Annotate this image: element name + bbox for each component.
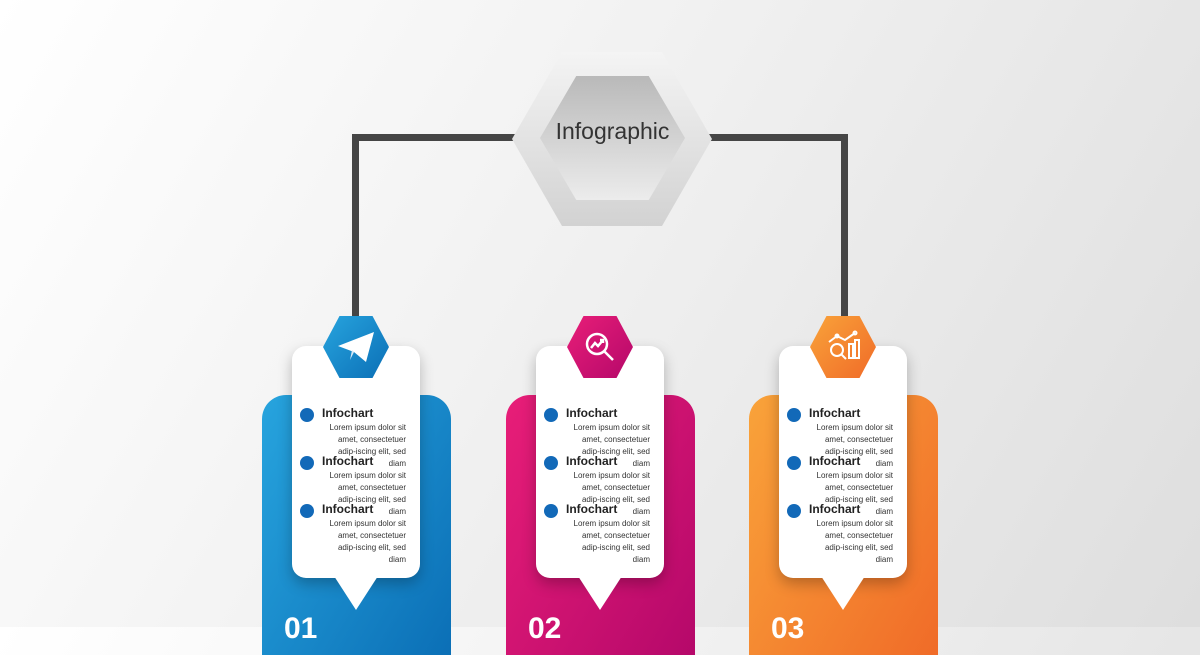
bullet-dot bbox=[787, 504, 801, 518]
paper-plane-icon bbox=[323, 316, 389, 378]
item-body: Lorem ipsum dolor sit amet, consectetuer… bbox=[329, 423, 406, 468]
connector-left-horizontal bbox=[352, 134, 527, 141]
bullet-dot bbox=[787, 408, 801, 422]
item-title: Infochart bbox=[322, 406, 374, 420]
center-title: Infographic bbox=[555, 118, 670, 144]
card-pointer bbox=[334, 576, 378, 610]
item-title: Infochart bbox=[566, 502, 618, 516]
item-title: Infochart bbox=[566, 454, 618, 468]
column-number: 01 bbox=[284, 612, 318, 645]
bullet-dot bbox=[544, 456, 558, 470]
analytics-icon bbox=[810, 316, 876, 378]
trend-magnifier-icon bbox=[567, 316, 633, 378]
bullet-dot bbox=[300, 456, 314, 470]
connector-left-vertical bbox=[352, 134, 359, 319]
card-pointer bbox=[821, 576, 865, 610]
item-body: Lorem ipsum dolor sit amet, consectetuer… bbox=[816, 519, 893, 564]
bullet-dot bbox=[787, 456, 801, 470]
item-body: Lorem ipsum dolor sit amet, consectetuer… bbox=[329, 519, 406, 564]
bullet-dot bbox=[300, 504, 314, 518]
connector-right-horizontal bbox=[700, 134, 848, 141]
column-number: 02 bbox=[528, 612, 562, 645]
center-hexagon-inner bbox=[540, 76, 685, 200]
item-title: Infochart bbox=[322, 454, 374, 468]
item-body: Lorem ipsum dolor sit amet, consectetuer… bbox=[329, 471, 406, 516]
bullet-dot bbox=[544, 408, 558, 422]
connector-right-vertical bbox=[841, 134, 848, 319]
item-body: Lorem ipsum dolor sit amet, consectetuer… bbox=[573, 519, 650, 564]
item-title: Infochart bbox=[809, 502, 861, 516]
card-pointer bbox=[578, 576, 622, 610]
item-title: Infochart bbox=[809, 406, 861, 420]
item-body: Lorem ipsum dolor sit amet, consectetuer… bbox=[816, 471, 893, 516]
item-body: Lorem ipsum dolor sit amet, consectetuer… bbox=[573, 471, 650, 516]
item-body: Lorem ipsum dolor sit amet, consectetuer… bbox=[816, 423, 893, 468]
item-title: Infochart bbox=[809, 454, 861, 468]
item-title: Infochart bbox=[566, 406, 618, 420]
column-number: 03 bbox=[771, 612, 805, 645]
item-title: Infochart bbox=[322, 502, 374, 516]
bullet-dot bbox=[544, 504, 558, 518]
item-body: Lorem ipsum dolor sit amet, consectetuer… bbox=[573, 423, 650, 468]
bullet-dot bbox=[300, 408, 314, 422]
